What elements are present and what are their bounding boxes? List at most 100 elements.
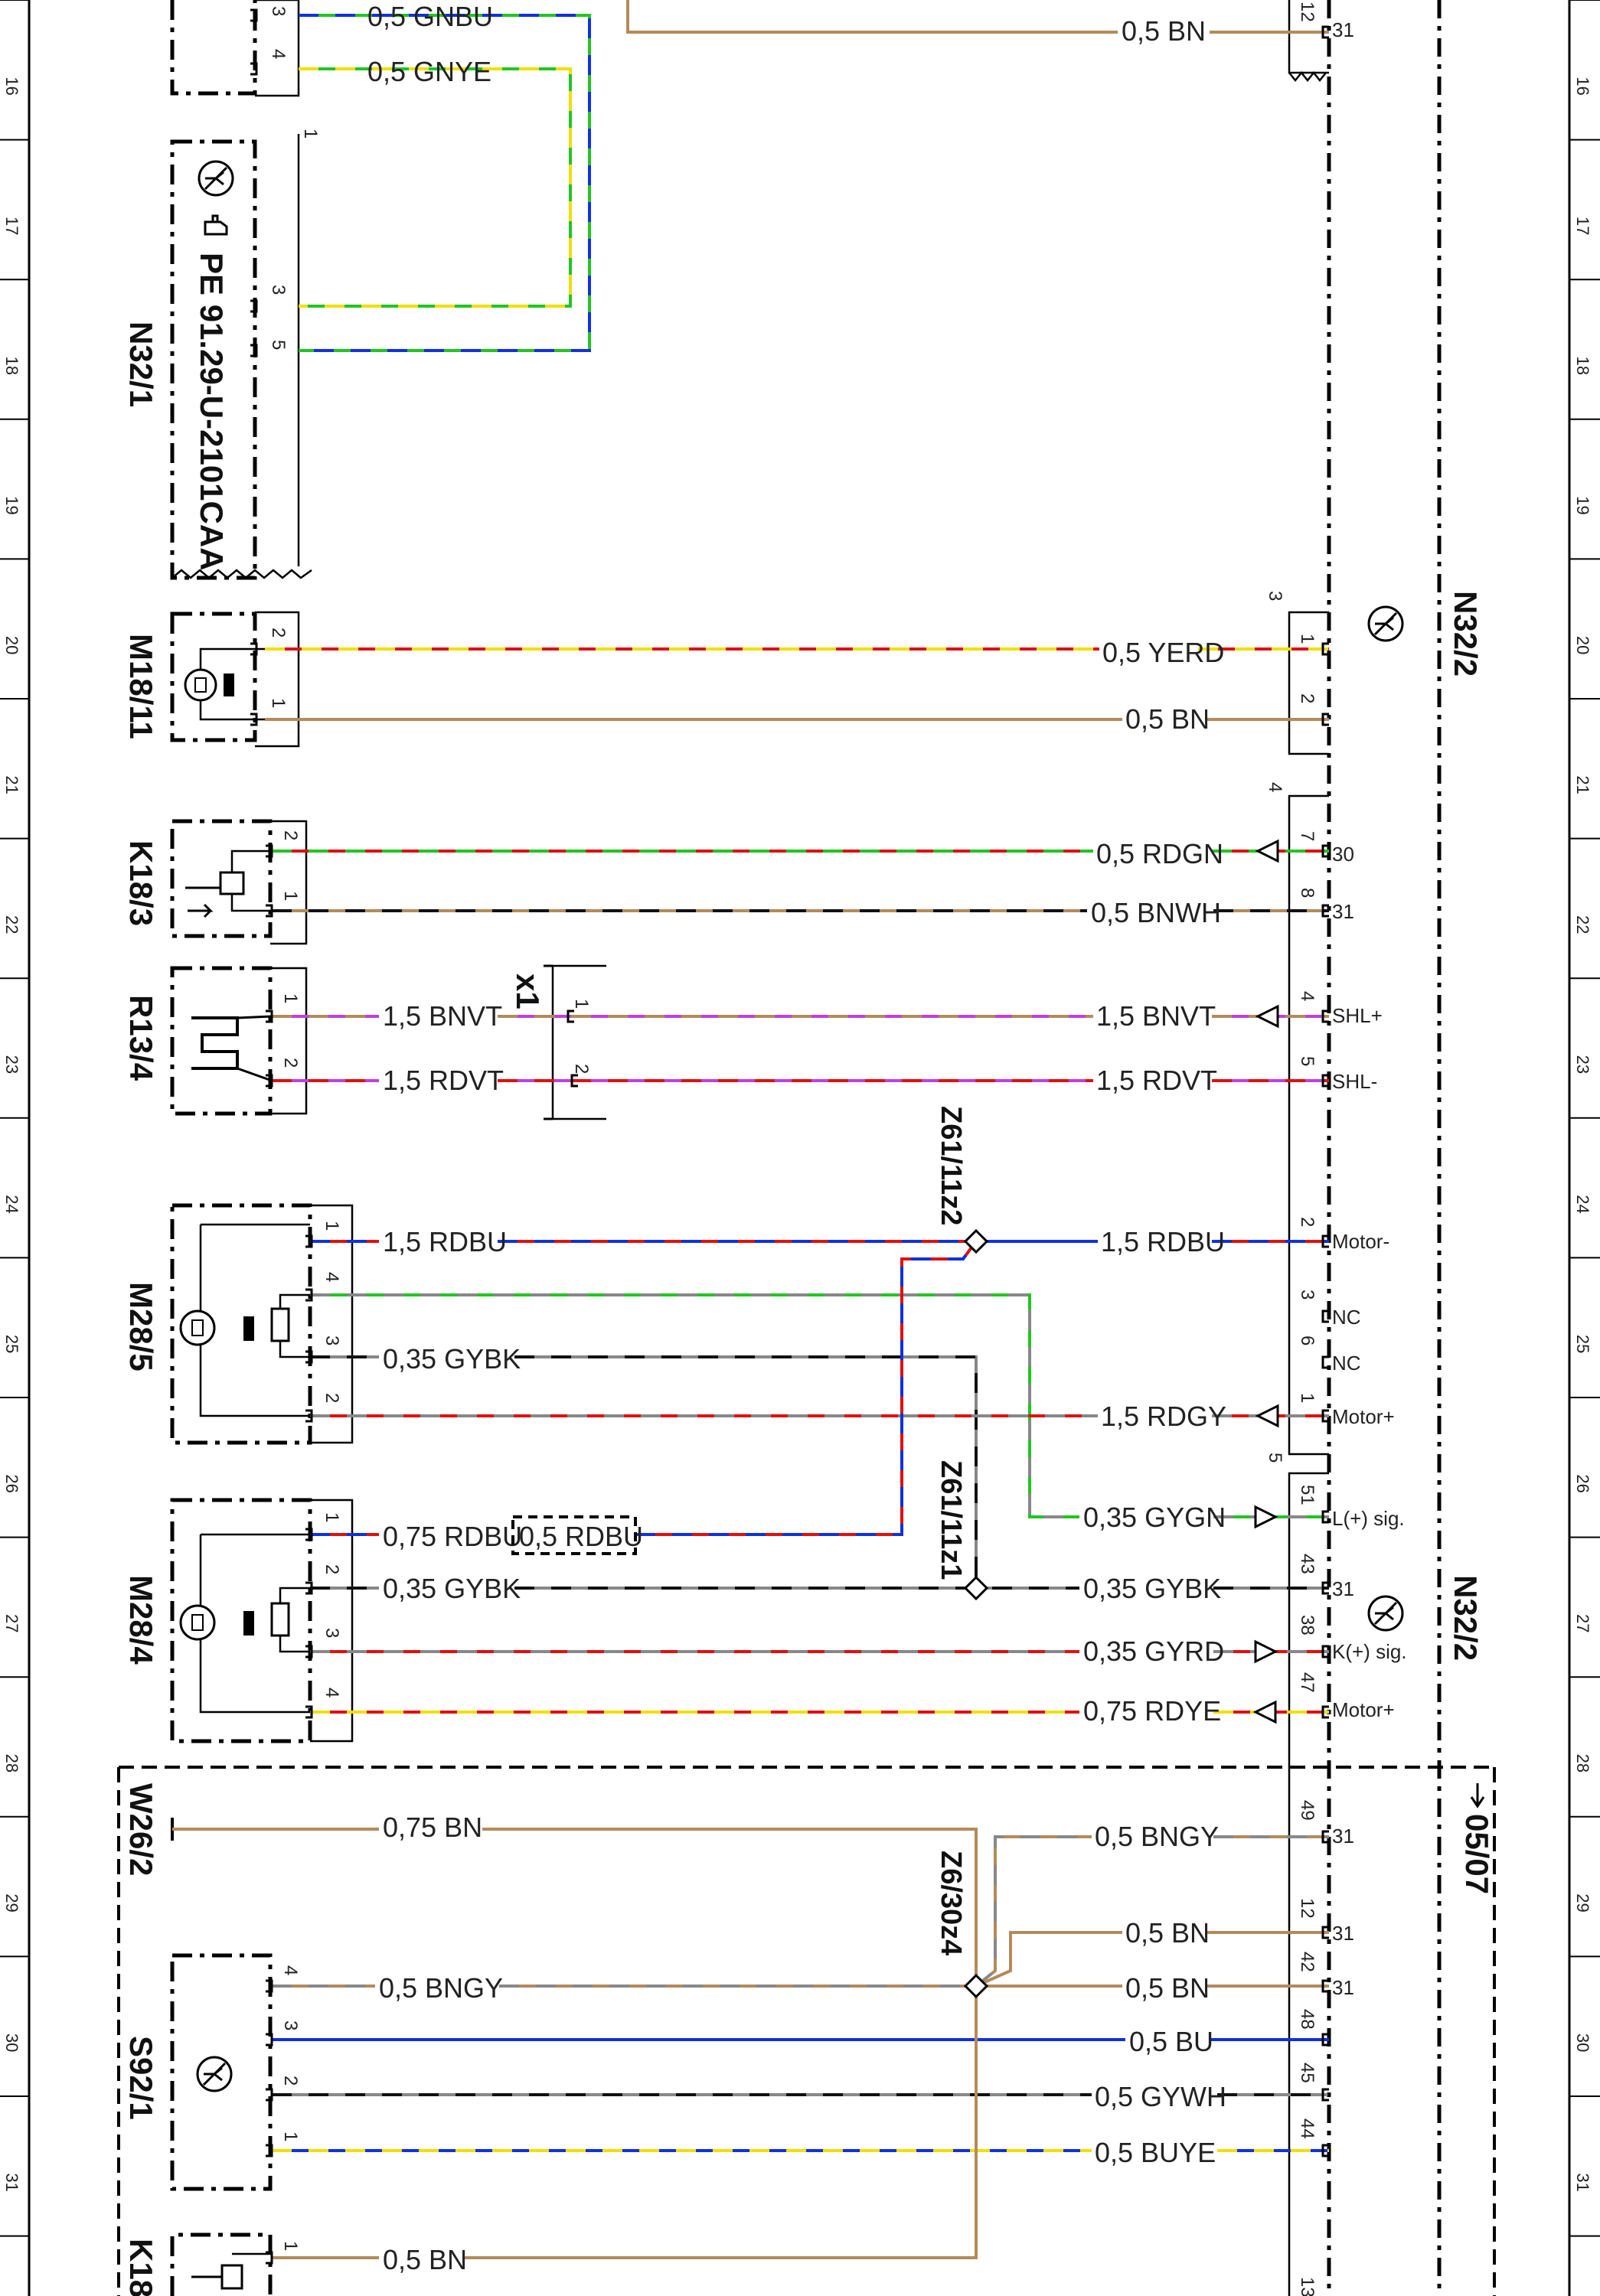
func-30: 30: [1332, 843, 1354, 866]
label-m28-5: M28/5: [123, 1282, 159, 1371]
splices: [963, 1228, 989, 1999]
label-n32-2-top: N32/2: [1448, 591, 1484, 677]
func-31-top: 31: [1332, 18, 1354, 41]
pin-terminal: [1321, 1309, 1329, 1323]
wire-label-buye: 0,5 BUYE: [1095, 2137, 1216, 2168]
pin-m28-5-4: 4: [322, 1272, 342, 1282]
pin-conn5: 5: [1265, 1453, 1285, 1463]
pin-n32-1-5: 5: [268, 340, 289, 350]
grid-row-label-left: 16: [2, 77, 21, 95]
component-m18-11: [170, 611, 300, 748]
grid-row-label-right: 20: [1573, 636, 1592, 654]
pin-conn4: 4: [1265, 782, 1285, 792]
wire-label-rdgy: 1,5 RDGY: [1101, 1401, 1226, 1432]
pin-n32-1-3: 3: [268, 285, 289, 295]
wire-label-gyrd: 0,35 GYRD: [1083, 1636, 1224, 1667]
grid-row-label-left: 23: [2, 1055, 21, 1074]
pin-terminal: [266, 2251, 273, 2265]
pin-terminal: [1321, 1009, 1329, 1023]
component-s92-1: [170, 1953, 273, 2191]
pin-x1-2: 2: [571, 1064, 592, 1074]
transistor-icon: [198, 160, 234, 197]
motor-icon: [179, 1309, 216, 1346]
grid-row-label-right: 22: [1573, 915, 1592, 934]
pin-terminal: [305, 1288, 313, 1302]
pin-m28-5-2: 2: [322, 1393, 342, 1403]
func-shl-plus: SHL+: [1332, 1004, 1383, 1027]
label-ref-05-07: 05/07: [1459, 1814, 1495, 1894]
wire-label-bn-k18: 0,5 BN: [383, 2244, 467, 2275]
func-31-c: 31: [1332, 1577, 1354, 1600]
pin-terminal: [1321, 713, 1329, 726]
pin-terminal: [1321, 1234, 1329, 1248]
component-n32-1: [170, 134, 312, 580]
transistor-icon: [1367, 605, 1404, 642]
label-z6-30z4: Z6/30z4: [935, 1851, 967, 1955]
wire-label-rdbu-m28-5: 1,5 RDBU: [383, 1226, 507, 1257]
wire-label-rdvt-left: 1,5 RDVT: [383, 1065, 504, 1096]
pin-c4-6: 6: [1297, 1336, 1318, 1345]
grid-row-label-right: 19: [1573, 496, 1592, 514]
wire-label-gygn: 0,35 GYGN: [1083, 1502, 1226, 1533]
pin-c5-42: 42: [1297, 1952, 1318, 1972]
wire-label-gybk-right: 0,35 GYBK: [1083, 1573, 1221, 1604]
pin-terminal: [266, 904, 273, 918]
pin-terminal: [1321, 1581, 1329, 1595]
grid-row-label-left: 18: [2, 357, 21, 375]
pin-terminal: [1321, 25, 1329, 39]
label-z61-11z1: Z61/11z1: [935, 1460, 967, 1580]
splice-diamond-icon: [963, 1973, 989, 1999]
pin-terminal: [1321, 1979, 1329, 1993]
pin-terminal: [1321, 904, 1329, 918]
wire-labels: 0,5 GNBU 0,5 GNYE 0,5 BN 0,5 YERD 0,5 BN…: [367, 1, 1226, 2275]
wire-label-rdye: 0,75 RDYE: [1083, 1695, 1221, 1727]
pin-terminal: [250, 344, 258, 357]
wires: [172, 0, 1329, 2259]
wire-gybk-m28-5-b: [514, 1355, 978, 1588]
wire-label-bu: 0,5 BU: [1129, 2026, 1213, 2057]
pin-c5-51: 51: [1297, 1485, 1318, 1505]
wire-label-bnvt-right: 1,5 BNVT: [1096, 1000, 1216, 1032]
label-s92-1: S92/1: [123, 2036, 159, 2120]
pin-terminal: [305, 1645, 313, 1658]
wire-label-gywh: 0,5 GYWH: [1095, 2081, 1226, 2112]
func-31-e: 31: [1332, 1922, 1354, 1945]
pin-c3-2: 2: [1297, 693, 1318, 703]
pin-terminal: [1321, 1926, 1329, 1939]
grid-row-label-left: 25: [2, 1335, 21, 1353]
pin-terminal: [1321, 1074, 1329, 1088]
pin-r13-2: 2: [280, 1058, 301, 1068]
func-31-a: 31: [1332, 900, 1354, 923]
wire-label-rdgn: 0,5 RDGN: [1096, 838, 1223, 869]
grid-row-label-left: 24: [2, 1195, 21, 1213]
signal-arrow-icon: [1255, 1004, 1279, 1029]
wire-label-bn-top: 0,5 BN: [1122, 15, 1206, 47]
grid-row-label-right: 16: [1573, 77, 1592, 95]
pin-m28-5-3: 3: [322, 1336, 342, 1345]
label-z61-11z2: Z61/11z2: [935, 1106, 967, 1225]
pin-m18-1: 1: [268, 698, 289, 708]
pin-terminal: [567, 1009, 574, 1023]
pin-terminal: [305, 1234, 313, 1248]
grid-row-label-right: 29: [1573, 1893, 1592, 1912]
pin-terminal: [305, 1705, 313, 1719]
label-r13-4: R13/4: [123, 995, 159, 1081]
component-r13-4: [170, 966, 308, 1116]
func-motor-plus-2: Motor+: [1332, 1698, 1395, 1721]
grid-row-label-left: 31: [2, 2173, 21, 2191]
signal-arrow-icon: [1254, 1639, 1278, 1664]
pin-c5-13: 13: [1297, 2277, 1318, 2296]
func-31-d: 31: [1332, 1825, 1354, 1848]
grid-row-label-right: 23: [1573, 1055, 1592, 1074]
label-n32-1: N32/1: [123, 321, 159, 407]
transistor-icon: [196, 2056, 233, 2092]
relay-coil-icon: [185, 850, 272, 918]
component-top-fragment: [170, 0, 300, 97]
grid-row-label-left: 28: [2, 1754, 21, 1773]
wire-label-bn-m18: 0,5 BN: [1125, 703, 1210, 735]
wire-gnye: [299, 67, 572, 308]
pin-terminal: [1321, 2144, 1329, 2157]
pin-terminal: [305, 1528, 313, 1541]
pin-terminal: [1321, 1705, 1329, 1719]
